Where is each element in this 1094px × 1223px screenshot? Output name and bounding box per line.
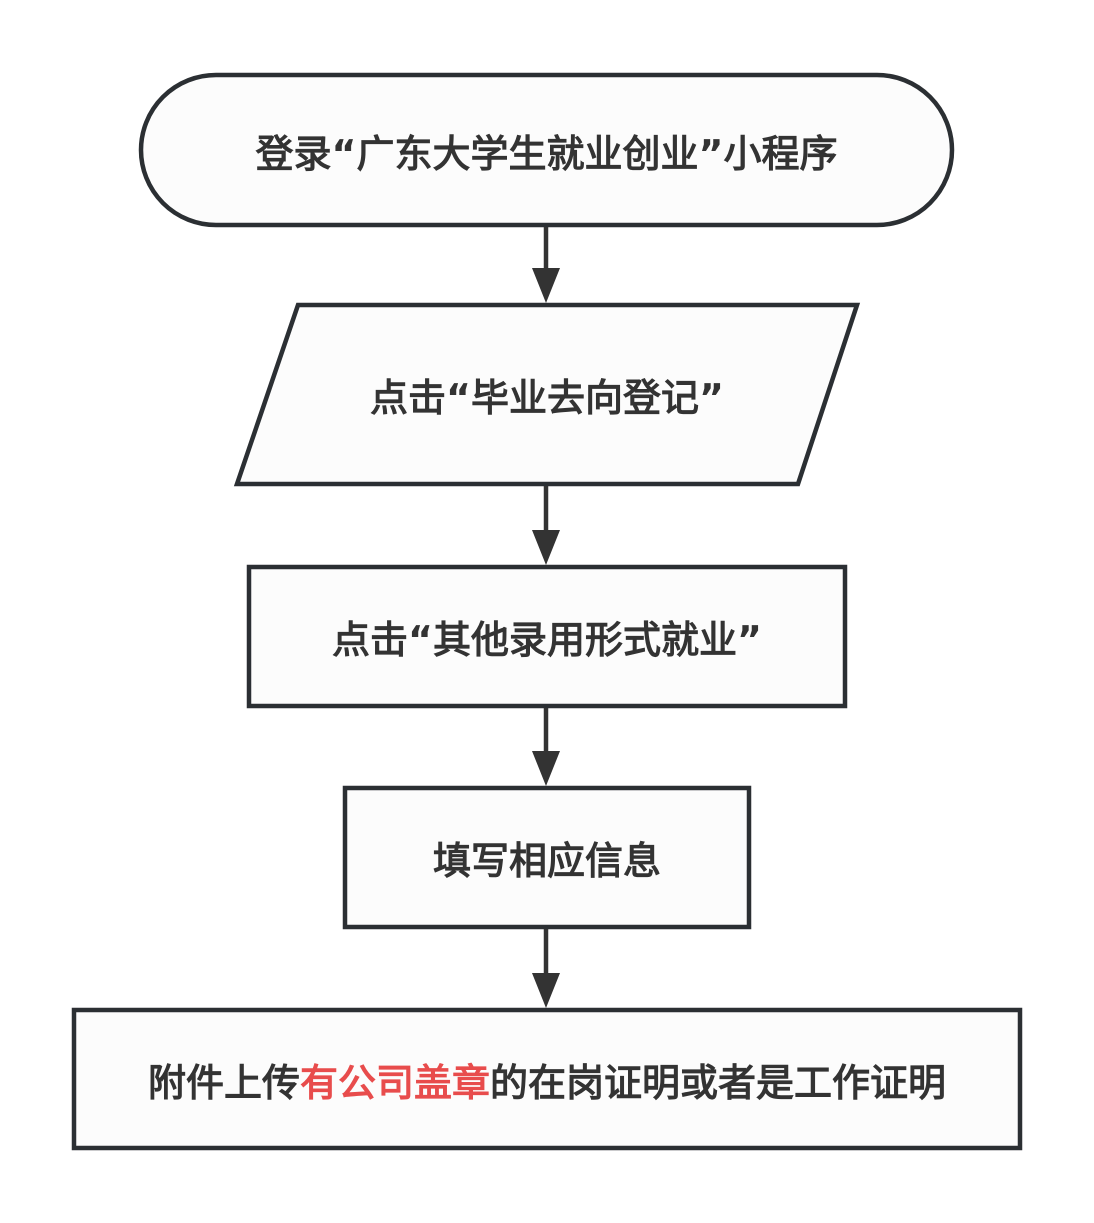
step-5-text-highlight: 有公司盖章	[299, 1060, 490, 1105]
step-5-text-before: 附件上传	[147, 1060, 300, 1105]
start-terminal-shape	[138, 72, 955, 228]
arrowhead-1	[532, 268, 560, 303]
step-1-label: 登录“广东大学生就业创业”小程序	[255, 131, 838, 176]
arrowhead-2	[532, 530, 560, 565]
input-parallelogram-shape	[233, 302, 861, 487]
process-box-3	[71, 1007, 1023, 1151]
step-3-label: 点击“其他录用形式就业”	[332, 618, 762, 662]
arrowhead-4	[532, 973, 560, 1008]
process-box-2	[342, 785, 752, 930]
step-2-label: 点击“毕业去向登记”	[370, 376, 724, 420]
process-box-1	[246, 564, 848, 709]
step-5-label: 附件上传有公司盖章的在岗证明或者是工作证明	[74, 1010, 1020, 1148]
step-4-label: 填写相应信息	[432, 839, 661, 883]
arrowhead-3	[532, 751, 560, 786]
step-5-text-after: 的在岗证明或者是工作证明	[490, 1060, 947, 1105]
